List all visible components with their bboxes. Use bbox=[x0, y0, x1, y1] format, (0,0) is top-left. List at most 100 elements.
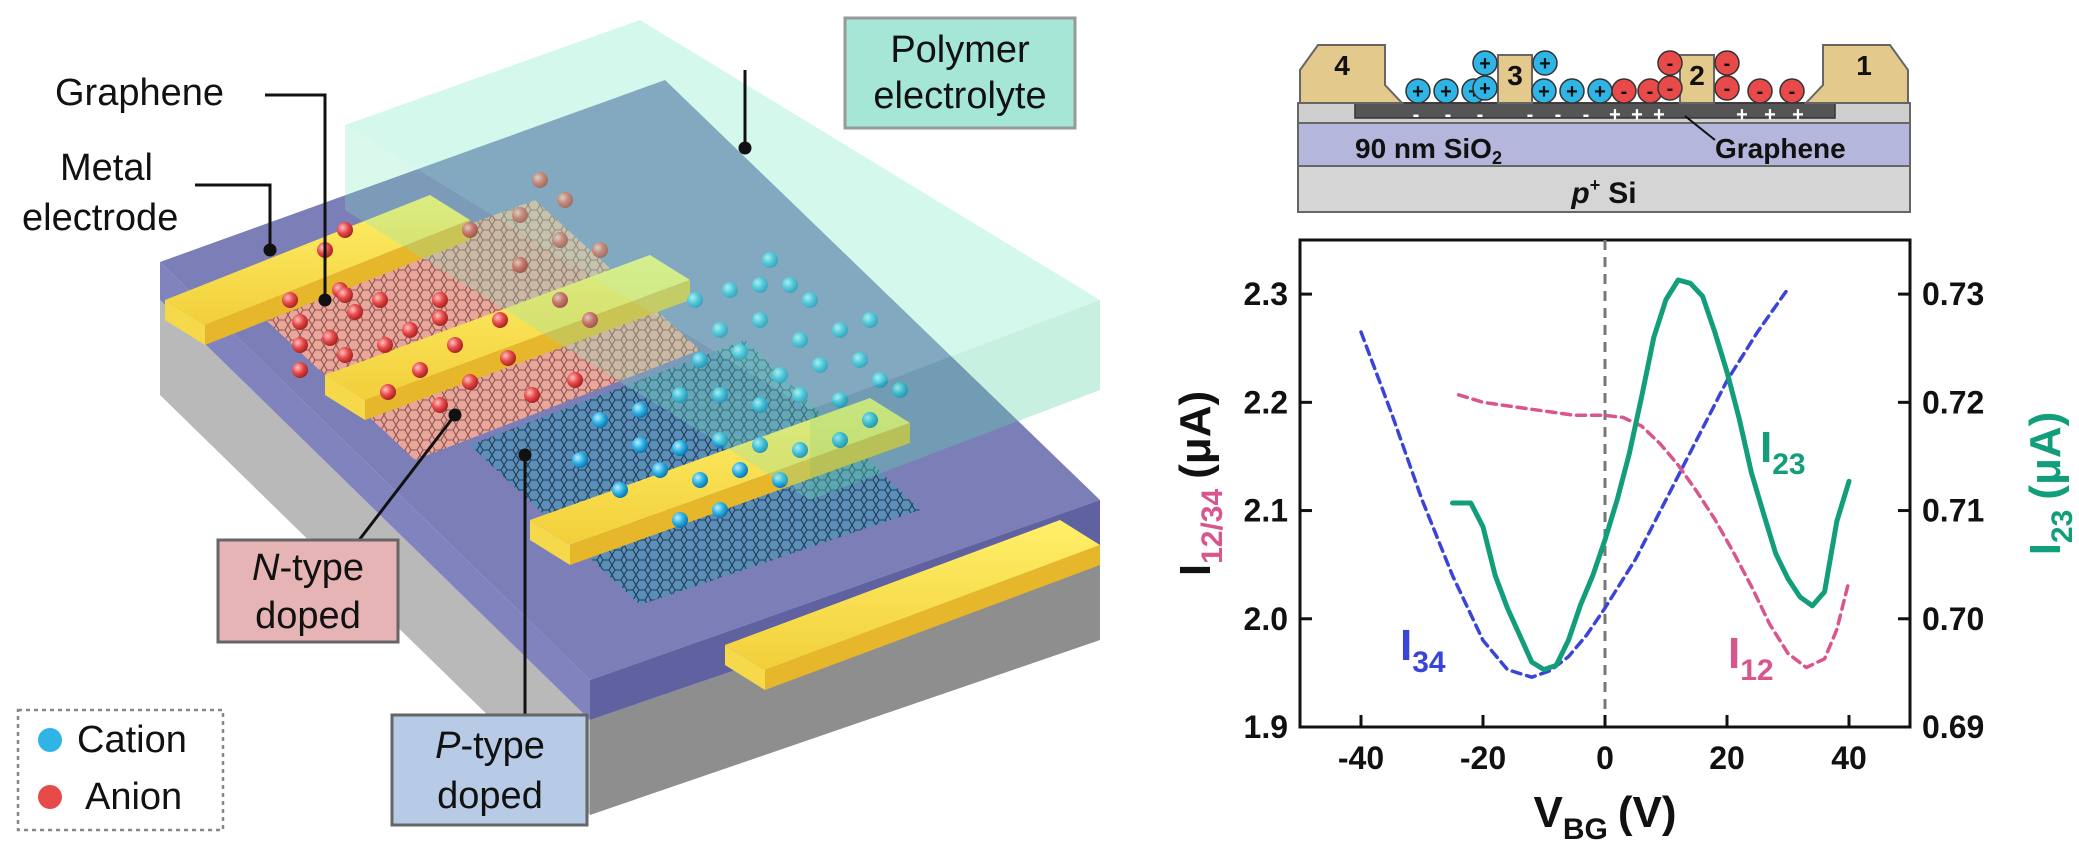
cation-particle bbox=[672, 440, 688, 456]
cation-particle bbox=[792, 332, 808, 348]
n-type-line1: N-type bbox=[252, 547, 364, 589]
cation-particle bbox=[692, 472, 708, 488]
anion-particle bbox=[524, 387, 540, 403]
electrode-label-4: 4 bbox=[1334, 50, 1350, 81]
cross-section-diagram: p+Si 90 nm SiO2 Graphene 4 3 2 1 +++++++… bbox=[1297, 44, 1911, 213]
cation-particle bbox=[732, 344, 748, 360]
cs-cation bbox=[1531, 78, 1557, 104]
cross-section-electrodes: 4 3 2 1 bbox=[1299, 44, 1909, 104]
cation-particle bbox=[752, 437, 768, 453]
cs-anion-sign: - bbox=[1789, 81, 1796, 103]
electrolyte-front bbox=[345, 125, 810, 500]
anion-particle bbox=[292, 337, 308, 353]
ion-particles bbox=[282, 172, 908, 528]
anion-particle bbox=[500, 350, 516, 366]
legend-anion-marker bbox=[38, 785, 62, 809]
cs-anion bbox=[1779, 78, 1805, 104]
graphene-strip bbox=[1354, 102, 1836, 119]
cation-particle bbox=[592, 412, 608, 428]
anion-particle bbox=[512, 207, 528, 223]
cs-anion-sign: - bbox=[1724, 53, 1731, 75]
cation-particle bbox=[672, 387, 688, 403]
electrode-label-1: 1 bbox=[1856, 50, 1872, 81]
anion-particle bbox=[512, 257, 528, 273]
cs-anion-sign: - bbox=[1667, 78, 1674, 100]
series-label-i12: I12 bbox=[1728, 629, 1774, 687]
cs-cation-sign: + bbox=[1566, 81, 1578, 103]
oxide-label: 90 nm SiO2 bbox=[1355, 133, 1502, 168]
cs-minus-charge: - bbox=[1413, 104, 1420, 126]
cs-cation-sign: + bbox=[1440, 81, 1452, 103]
y-left-tick-label: 2.1 bbox=[1244, 493, 1288, 529]
anion-particle bbox=[282, 292, 298, 308]
cs-cation bbox=[1472, 75, 1498, 101]
n-type-line2: doped bbox=[255, 595, 361, 637]
oxide-layer bbox=[1297, 122, 1911, 167]
cation-particle bbox=[782, 277, 798, 293]
y-right-tick-label: 0.69 bbox=[1922, 709, 1984, 745]
cation-particle bbox=[672, 512, 688, 528]
device-3d-illustration bbox=[160, 20, 1100, 815]
cation-particle bbox=[712, 387, 728, 403]
cation-particle bbox=[832, 392, 848, 408]
cation-particle bbox=[862, 312, 878, 328]
p-type-line2: doped bbox=[437, 775, 543, 817]
p-type-doped-label: P-type doped bbox=[390, 713, 589, 827]
anion-particle bbox=[322, 330, 338, 346]
cation-particle bbox=[792, 442, 808, 458]
cs-minus-charge: - bbox=[1583, 104, 1590, 126]
electrolyte-side bbox=[810, 300, 1100, 500]
y-left-axis-title: I12/34(μA) bbox=[1171, 391, 1229, 576]
cation-particle bbox=[832, 432, 848, 448]
cs-plus-charge: + bbox=[1609, 104, 1621, 126]
cation-particle bbox=[632, 437, 648, 453]
cross-section-graphene-label: Graphene bbox=[1715, 133, 1846, 164]
x-tick-label: -20 bbox=[1460, 740, 1506, 776]
anion-particle bbox=[552, 292, 568, 308]
cs-cation bbox=[1559, 78, 1585, 104]
anion-particle bbox=[347, 304, 363, 320]
cation-particle bbox=[752, 277, 768, 293]
n-type-doped-label: N-type doped bbox=[216, 538, 400, 644]
legend-anion-label: Anion bbox=[85, 776, 182, 818]
x-tick-label: 20 bbox=[1709, 740, 1745, 776]
cation-particle bbox=[862, 412, 878, 428]
anion-particle bbox=[462, 374, 478, 390]
cs-cation bbox=[1433, 78, 1459, 104]
cation-particle bbox=[712, 322, 728, 338]
graphene-label: Graphene bbox=[55, 72, 224, 114]
cation-particle bbox=[802, 292, 818, 308]
cs-anion-sign: - bbox=[1757, 81, 1764, 103]
cation-particle bbox=[752, 312, 768, 328]
cs-anion bbox=[1657, 50, 1683, 76]
y-right-tick-label: 0.73 bbox=[1922, 276, 1984, 312]
y-left-tick-label: 1.9 bbox=[1244, 709, 1288, 745]
anion-particle bbox=[432, 292, 448, 308]
x-tick-label: 40 bbox=[1831, 740, 1867, 776]
cs-cation-sign: + bbox=[1412, 81, 1424, 103]
y-right-axis-title: I23(μA) bbox=[2021, 412, 2079, 556]
series-line-i12 bbox=[1456, 393, 1851, 670]
cs-anion bbox=[1611, 78, 1637, 104]
anion-particle bbox=[532, 172, 548, 188]
cs-anion-sign: - bbox=[1667, 53, 1674, 75]
cs-minus-charge: - bbox=[1477, 104, 1484, 126]
cs-plus-charge: + bbox=[1764, 104, 1776, 126]
anion-particle bbox=[412, 362, 428, 378]
y-right-tick-label: 0.70 bbox=[1922, 601, 1984, 637]
cation-particle bbox=[772, 472, 788, 488]
y-right-tick-label: 0.72 bbox=[1922, 384, 1984, 420]
cation-particle bbox=[812, 357, 828, 373]
cation-particle bbox=[752, 397, 768, 413]
cation-particle bbox=[652, 462, 668, 478]
cation-particle bbox=[692, 352, 708, 368]
anion-particle bbox=[492, 312, 508, 328]
anion-particle bbox=[592, 242, 608, 258]
cs-cation bbox=[1532, 50, 1558, 76]
cs-plus-charge: + bbox=[1631, 104, 1643, 126]
cs-cation-sign: + bbox=[1539, 53, 1551, 75]
polymer-label-line1: Polymer bbox=[890, 29, 1030, 71]
anion-particle bbox=[432, 310, 448, 326]
y-left-tick-label: 2.3 bbox=[1244, 276, 1288, 312]
anion-particle bbox=[377, 337, 393, 353]
